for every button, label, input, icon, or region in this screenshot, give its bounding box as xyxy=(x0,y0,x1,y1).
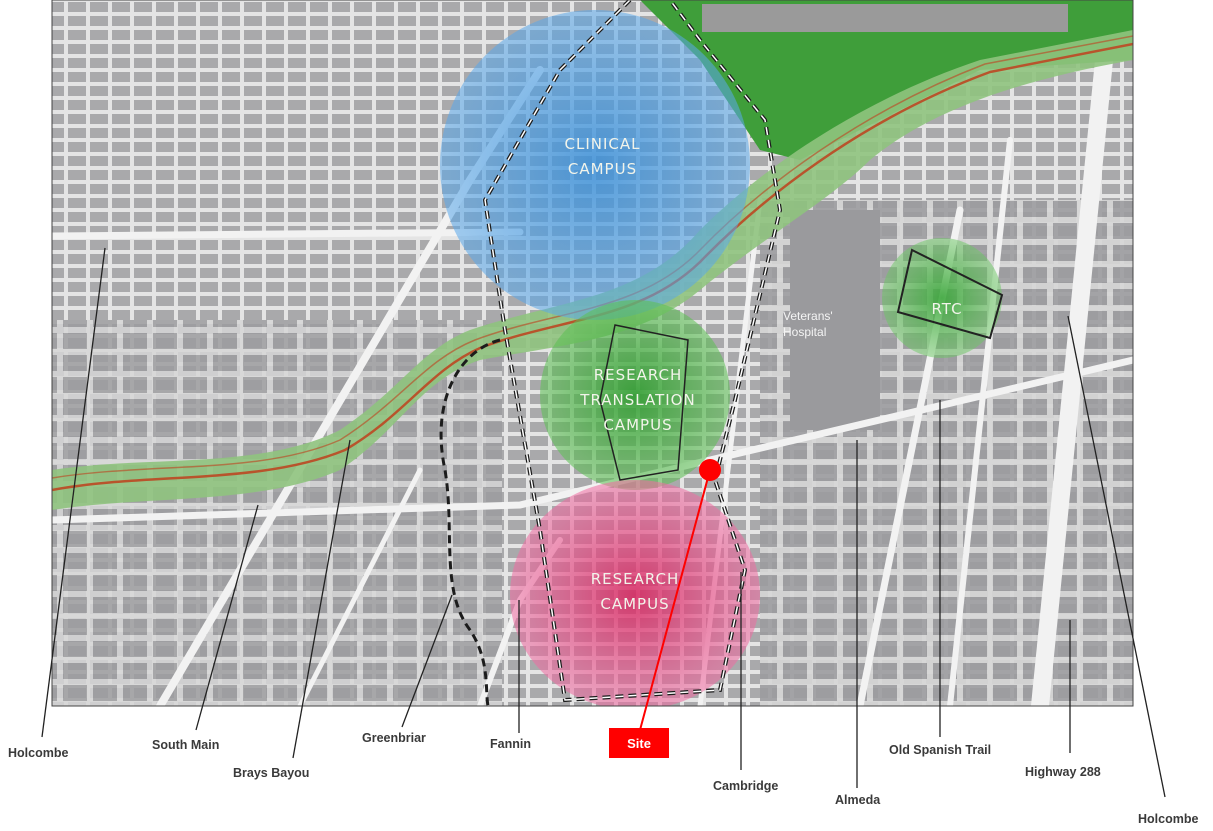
research-campus-label: RESEARCH CAMPUS xyxy=(570,567,700,617)
rtc-label: RTC xyxy=(931,300,963,318)
veterans-line2: Hospital xyxy=(783,325,827,339)
translation-campus-label: RESEARCH TRANSLATION CAMPUS xyxy=(568,363,708,438)
veterans-hospital-grounds xyxy=(790,210,880,430)
callout-greenbriar: Greenbriar xyxy=(362,731,426,745)
callout-fannin: Fannin xyxy=(490,737,531,751)
leader-holcombe-left xyxy=(41,247,106,738)
translation-line1: RESEARCH xyxy=(593,366,683,384)
callout-site: Site xyxy=(609,728,669,758)
translation-line2: TRANSLATION xyxy=(580,391,696,409)
callout-south-main: South Main xyxy=(152,738,220,752)
research-campus-circle xyxy=(510,480,760,706)
research-line1: RESEARCH xyxy=(590,570,680,588)
site-marker xyxy=(699,459,721,481)
callout-holcombe-right: Holcombe xyxy=(1138,812,1199,826)
callout-brays-bayou: Brays Bayou xyxy=(233,766,310,780)
map-frame xyxy=(51,0,1134,707)
callout-almeda: Almeda xyxy=(835,793,881,807)
clinical-line2: CAMPUS xyxy=(567,160,638,178)
clinical-line1: CLINICAL xyxy=(564,135,641,153)
map-base xyxy=(52,0,1133,706)
translation-line3: CAMPUS xyxy=(603,416,673,434)
map-title-bar xyxy=(702,4,1068,32)
callout-highway-288: Highway 288 xyxy=(1025,765,1101,779)
clinical-campus-label: CLINICAL CAMPUS xyxy=(555,132,650,182)
research-line2: CAMPUS xyxy=(600,595,670,613)
rtc-circle xyxy=(882,238,1002,358)
callout-holcombe-left: Holcombe xyxy=(8,746,69,760)
translation-boundary xyxy=(599,324,689,481)
veterans-line1: Veterans' xyxy=(783,309,833,323)
rtc-boundary xyxy=(896,248,1004,340)
veterans-hospital-label: Veterans' Hospital xyxy=(783,308,833,340)
clinical-campus-circle xyxy=(440,10,750,320)
site-pointer-line xyxy=(639,469,711,731)
callout-old-spanish-trail: Old Spanish Trail xyxy=(889,743,992,757)
leader-lines xyxy=(41,247,1166,798)
bayou-greenway xyxy=(52,30,1133,510)
research-translation-campus-circle xyxy=(540,300,730,490)
tmc-boundaries xyxy=(439,0,783,706)
callout-cambridge: Cambridge xyxy=(713,779,779,793)
